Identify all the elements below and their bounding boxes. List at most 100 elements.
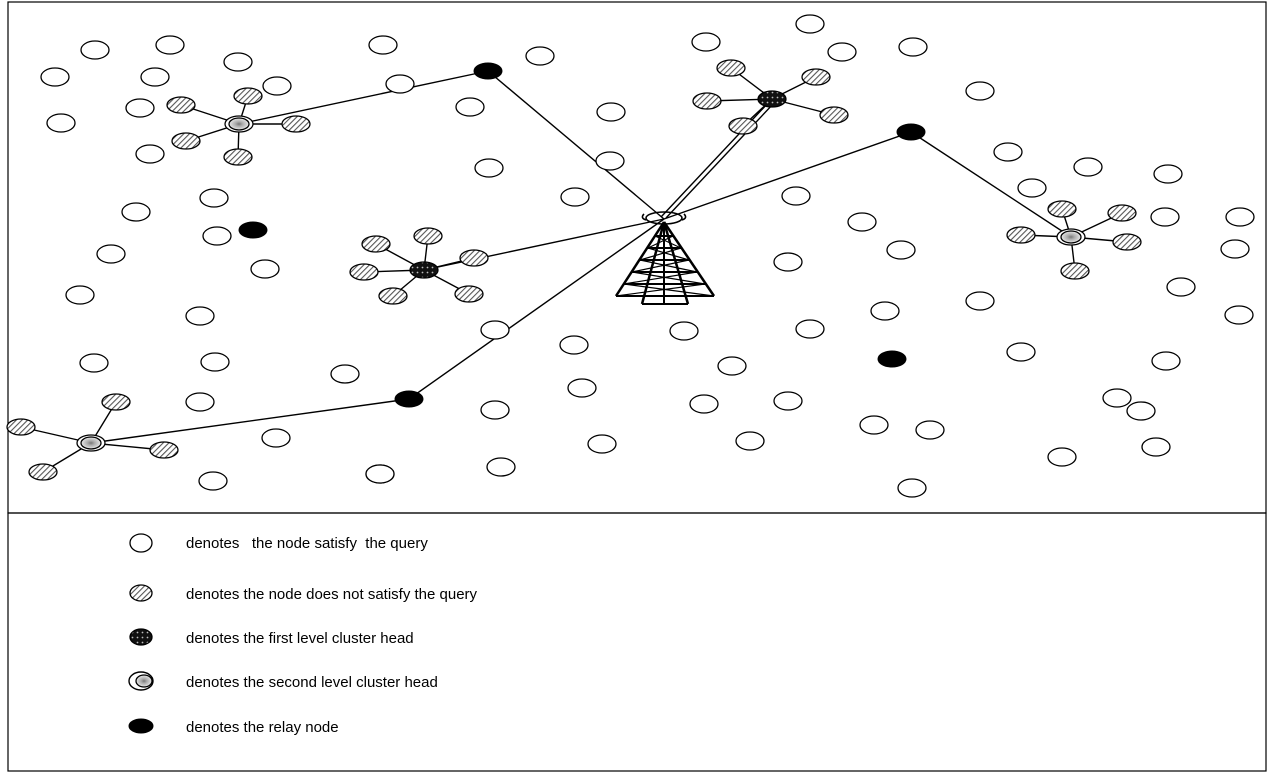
non-satisfying-node bbox=[728, 117, 758, 135]
satisfying-node bbox=[199, 188, 229, 208]
links-layer bbox=[20, 67, 1128, 473]
non-satisfying-node bbox=[101, 393, 131, 411]
satisfying-node bbox=[1141, 437, 1171, 457]
satisfying-node bbox=[330, 364, 360, 384]
legend-label-relay: denotes the relay node bbox=[186, 719, 339, 736]
satisfying-node bbox=[795, 14, 825, 34]
satisfying-node bbox=[80, 40, 110, 60]
satisfying-node bbox=[1224, 305, 1254, 325]
satisfying-node bbox=[781, 186, 811, 206]
satisfying-node bbox=[1151, 351, 1181, 371]
non-satisfying-node bbox=[171, 132, 201, 150]
tower-icon bbox=[614, 211, 716, 305]
second-level-cluster-head bbox=[224, 115, 254, 133]
non-satisfying-node bbox=[223, 148, 253, 166]
first-level-cluster-head bbox=[409, 261, 439, 279]
non-satisfying-node bbox=[459, 249, 489, 267]
non-satisfying-node bbox=[349, 263, 379, 281]
satisfying-node bbox=[40, 67, 70, 87]
satisfying-node bbox=[368, 35, 398, 55]
satisfying-node bbox=[596, 102, 626, 122]
satisfying-node bbox=[79, 353, 109, 373]
satisfying-node bbox=[717, 356, 747, 376]
satisfying-node bbox=[1225, 207, 1255, 227]
satisfying-node bbox=[385, 74, 415, 94]
non-satisfying-node bbox=[1112, 233, 1142, 251]
head-to-base-link bbox=[665, 102, 775, 219]
non-satisfying-node bbox=[233, 87, 263, 105]
satisfying-node bbox=[847, 212, 877, 232]
satisfying-node bbox=[185, 306, 215, 326]
legend-first-level-head-icon bbox=[129, 628, 153, 646]
first-level-cluster-head bbox=[757, 90, 787, 108]
diagram-frame bbox=[7, 1, 1267, 514]
satisfying-node bbox=[595, 151, 625, 171]
non-satisfying-node bbox=[166, 96, 196, 114]
satisfying-node bbox=[691, 32, 721, 52]
non-satisfying-node bbox=[1047, 200, 1077, 218]
satisfying-node bbox=[669, 321, 699, 341]
legend-symbols bbox=[128, 533, 154, 734]
relay-node bbox=[896, 123, 926, 141]
satisfying-node bbox=[46, 113, 76, 133]
satisfying-node bbox=[965, 291, 995, 311]
legend-label-second-head: denotes the second level cluster head bbox=[186, 674, 438, 691]
satisfying-node bbox=[1150, 207, 1180, 227]
head-to-relay-link bbox=[238, 70, 489, 125]
relay-node bbox=[238, 221, 268, 239]
satisfying-node bbox=[262, 76, 292, 96]
satisfying-node bbox=[96, 244, 126, 264]
legend-label-hatched: denotes the node does not satisfy the qu… bbox=[186, 586, 478, 603]
non-satisfying-node bbox=[1060, 262, 1090, 280]
non-satisfying-node bbox=[716, 59, 746, 77]
satisfying-node bbox=[587, 434, 617, 454]
nodes-layer bbox=[6, 14, 1255, 498]
head-to-relay-link bbox=[910, 131, 1072, 238]
satisfying-node bbox=[223, 52, 253, 72]
satisfying-node bbox=[859, 415, 889, 435]
non-satisfying-node bbox=[801, 68, 831, 86]
satisfying-node bbox=[1006, 342, 1036, 362]
satisfying-node bbox=[455, 97, 485, 117]
satisfying-node bbox=[560, 187, 590, 207]
non-satisfying-node bbox=[1006, 226, 1036, 244]
satisfying-node bbox=[915, 420, 945, 440]
satisfying-node bbox=[567, 378, 597, 398]
satisfying-node bbox=[870, 301, 900, 321]
satisfying-node bbox=[795, 319, 825, 339]
satisfying-node bbox=[125, 98, 155, 118]
legend-hatched-node-icon bbox=[129, 584, 153, 602]
satisfying-node bbox=[155, 35, 185, 55]
satisfying-node bbox=[202, 226, 232, 246]
relay-to-base-link bbox=[487, 70, 665, 220]
relay-node bbox=[394, 390, 424, 408]
satisfying-node bbox=[1073, 157, 1103, 177]
second-level-cluster-head bbox=[1056, 228, 1086, 246]
non-satisfying-node bbox=[819, 106, 849, 124]
satisfying-node bbox=[525, 46, 555, 66]
satisfying-node bbox=[1102, 388, 1132, 408]
satisfying-node bbox=[474, 158, 504, 178]
head-to-relay-link bbox=[90, 398, 410, 444]
non-satisfying-node bbox=[6, 418, 36, 436]
legend-label-first-head: denotes the first level cluster head bbox=[186, 630, 414, 647]
satisfying-node bbox=[65, 285, 95, 305]
satisfying-node bbox=[1047, 447, 1077, 467]
non-satisfying-node bbox=[454, 285, 484, 303]
satisfying-node bbox=[827, 42, 857, 62]
non-satisfying-node bbox=[28, 463, 58, 481]
legend-relay-node-icon bbox=[128, 718, 154, 734]
non-satisfying-node bbox=[378, 287, 408, 305]
satisfying-node bbox=[200, 352, 230, 372]
satisfying-node bbox=[1126, 401, 1156, 421]
legend-frame bbox=[7, 512, 1267, 772]
non-satisfying-node bbox=[692, 92, 722, 110]
satisfying-node bbox=[261, 428, 291, 448]
non-satisfying-node bbox=[149, 441, 179, 459]
satisfying-node bbox=[486, 457, 516, 477]
satisfying-node bbox=[898, 37, 928, 57]
legend-second-level-head-icon bbox=[128, 671, 154, 691]
satisfying-node bbox=[480, 400, 510, 420]
satisfying-node bbox=[198, 471, 228, 491]
